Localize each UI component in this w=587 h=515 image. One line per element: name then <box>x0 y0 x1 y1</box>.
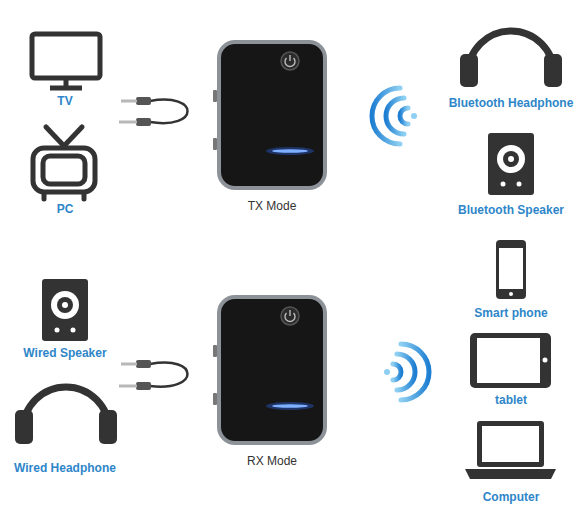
device-label: TV <box>57 94 72 108</box>
phone-icon <box>496 240 526 299</box>
device-label: Wired Headphone <box>14 461 116 475</box>
laptop-icon <box>465 421 556 479</box>
wireless-waves <box>384 344 429 400</box>
headphone-icon <box>460 31 562 87</box>
device-label: Wired Speaker <box>23 346 106 360</box>
tv-icon <box>32 34 100 88</box>
audio-cable <box>119 97 188 126</box>
mode-label: TX Mode <box>248 199 297 213</box>
speaker-icon <box>488 133 534 195</box>
device-box: TX Mode <box>217 40 327 190</box>
device-label: Computer <box>483 490 540 504</box>
mode-label: RX Mode <box>247 454 297 468</box>
wireless-waves <box>372 88 417 144</box>
box-details <box>221 299 323 441</box>
device-label: Bluetooth Headphone <box>449 96 574 110</box>
device-label: Smart phone <box>474 306 547 320</box>
tablet-icon <box>470 333 551 388</box>
device-box: RX Mode <box>217 295 327 445</box>
headphone-icon <box>15 387 117 444</box>
device-label: Bluetooth Speaker <box>458 203 564 217</box>
device-label: PC <box>57 202 74 216</box>
box-details <box>221 44 323 186</box>
speaker-icon <box>42 279 88 341</box>
pc-icon <box>33 127 95 199</box>
audio-cable <box>119 360 188 390</box>
device-label: tablet <box>495 393 527 407</box>
